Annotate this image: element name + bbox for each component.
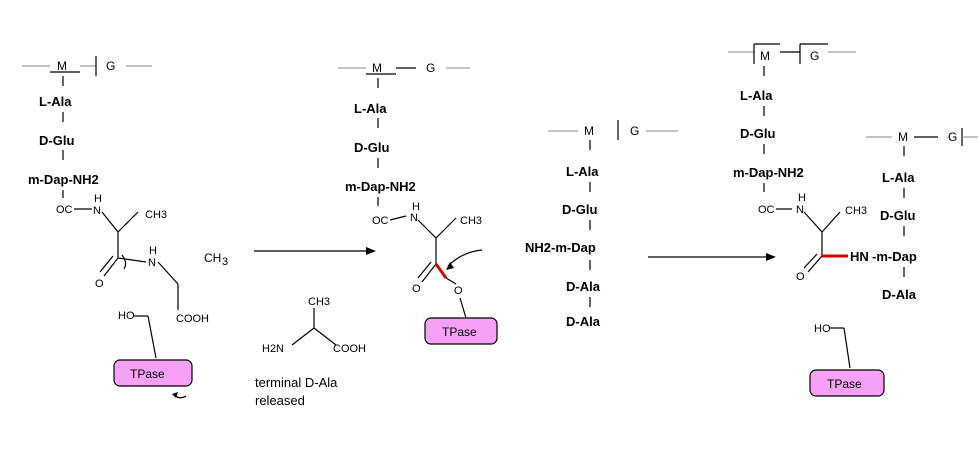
- ho-4: HO: [814, 323, 831, 335]
- nh2-m-dap-3: NH2-m-Dap: [525, 240, 596, 255]
- cooh-1: COOH: [176, 313, 209, 325]
- ch3-released: CH3: [308, 296, 330, 308]
- tpase-label-1: TPase: [130, 367, 165, 381]
- panel-4-crosslinked-product: M G L-Ala D-Glu m-Dap-NH2 OC N H CH3 O M…: [728, 43, 978, 397]
- n-3: N: [410, 212, 418, 224]
- tpase-enzyme-1: [113, 359, 193, 387]
- cleaved-bond-2: [434, 263, 448, 279]
- d-glu-1: D-Glu: [39, 133, 74, 148]
- released-d-ala: CH3 H2N COOH terminal D-Ala released: [255, 296, 366, 408]
- sugar-m-5: M: [898, 130, 908, 144]
- h2n-released: H2N: [262, 343, 284, 355]
- panel-2-acyl-enzyme: M G L-Ala D-Glu m-Dap-NH2 OC N H CH3 O O…: [338, 61, 498, 345]
- h-3: H: [412, 201, 420, 213]
- sugar-g: G: [106, 59, 115, 73]
- tpase-enzyme-2: [424, 317, 498, 345]
- l-ala-1: L-Ala: [39, 94, 72, 109]
- o-1: O: [95, 278, 104, 290]
- caption-released-line1: terminal D-Ala: [255, 375, 338, 390]
- oc-1: OC: [56, 204, 73, 216]
- n-1: N: [93, 205, 101, 217]
- h-1: H: [94, 193, 102, 205]
- panel-1-acyl-donor: M G L-Ala D-Glu m-Dap-NH2 OC N H CH3 O N…: [22, 56, 228, 399]
- tpase-label-2: TPase: [442, 325, 477, 339]
- d-ala-3a: D-Ala: [566, 279, 601, 294]
- m-dap-nh2-2: m-Dap-NH2: [345, 179, 416, 194]
- l-ala-5: L-Ala: [882, 170, 915, 185]
- hn-crosslink: HN: [850, 249, 869, 264]
- reaction-arrow-2: [648, 253, 776, 261]
- sugar-g-4: G: [810, 49, 819, 63]
- caption-released-line2: released: [255, 393, 305, 408]
- d-glu-4: D-Glu: [740, 126, 775, 141]
- d-glu-2: D-Glu: [354, 140, 389, 155]
- h-4: H: [798, 192, 806, 204]
- sugar-m: M: [57, 59, 67, 73]
- sugar-m-3: M: [584, 124, 594, 138]
- d-ala-5: D-Ala: [882, 287, 917, 302]
- d-ala-3b: D-Ala: [566, 314, 601, 329]
- o-ester-2: O: [454, 285, 463, 297]
- sugar-m-4: M: [760, 49, 770, 63]
- sugar-g-3: G: [630, 124, 639, 138]
- cooh-released: COOH: [333, 343, 366, 355]
- ch3-1b-main: CH: [204, 251, 221, 265]
- panel-3-acceptor-stem: M G L-Ala D-Glu NH2-m-Dap D-Ala D-Ala: [525, 120, 678, 329]
- l-ala-3: L-Ala: [566, 164, 599, 179]
- ch3-1a: CH3: [145, 209, 167, 221]
- d-glu-3: D-Glu: [562, 202, 597, 217]
- sugar-g-2: G: [426, 61, 435, 75]
- ch3-4: CH3: [845, 205, 867, 217]
- o-4: O: [796, 271, 805, 283]
- m-dap-5: -m-Dap: [872, 249, 917, 264]
- ch3-2: CH3: [460, 215, 482, 227]
- reaction-arrow-1: [254, 247, 376, 255]
- ho-1: HO: [118, 310, 135, 322]
- tpase-label-4: TPase: [827, 377, 862, 391]
- o-2: O: [412, 283, 421, 295]
- ch3-1b-sub: 3: [222, 256, 228, 268]
- tpase-enzyme-4: [809, 369, 885, 397]
- n-2: N: [148, 257, 156, 269]
- sugar-g-5: G: [948, 130, 957, 144]
- h-2: H: [149, 245, 157, 257]
- l-ala-2: L-Ala: [354, 101, 387, 116]
- m-dap-nh2-4: m-Dap-NH2: [733, 165, 804, 180]
- d-glu-5: D-Glu: [880, 208, 915, 223]
- m-dap-nh2-1: m-Dap-NH2: [28, 172, 99, 187]
- l-ala-4: L-Ala: [740, 88, 773, 103]
- oc-2: OC: [372, 215, 389, 227]
- oc-4: OC: [758, 204, 775, 216]
- sugar-m-2: M: [372, 61, 382, 75]
- n-4: N: [796, 204, 804, 216]
